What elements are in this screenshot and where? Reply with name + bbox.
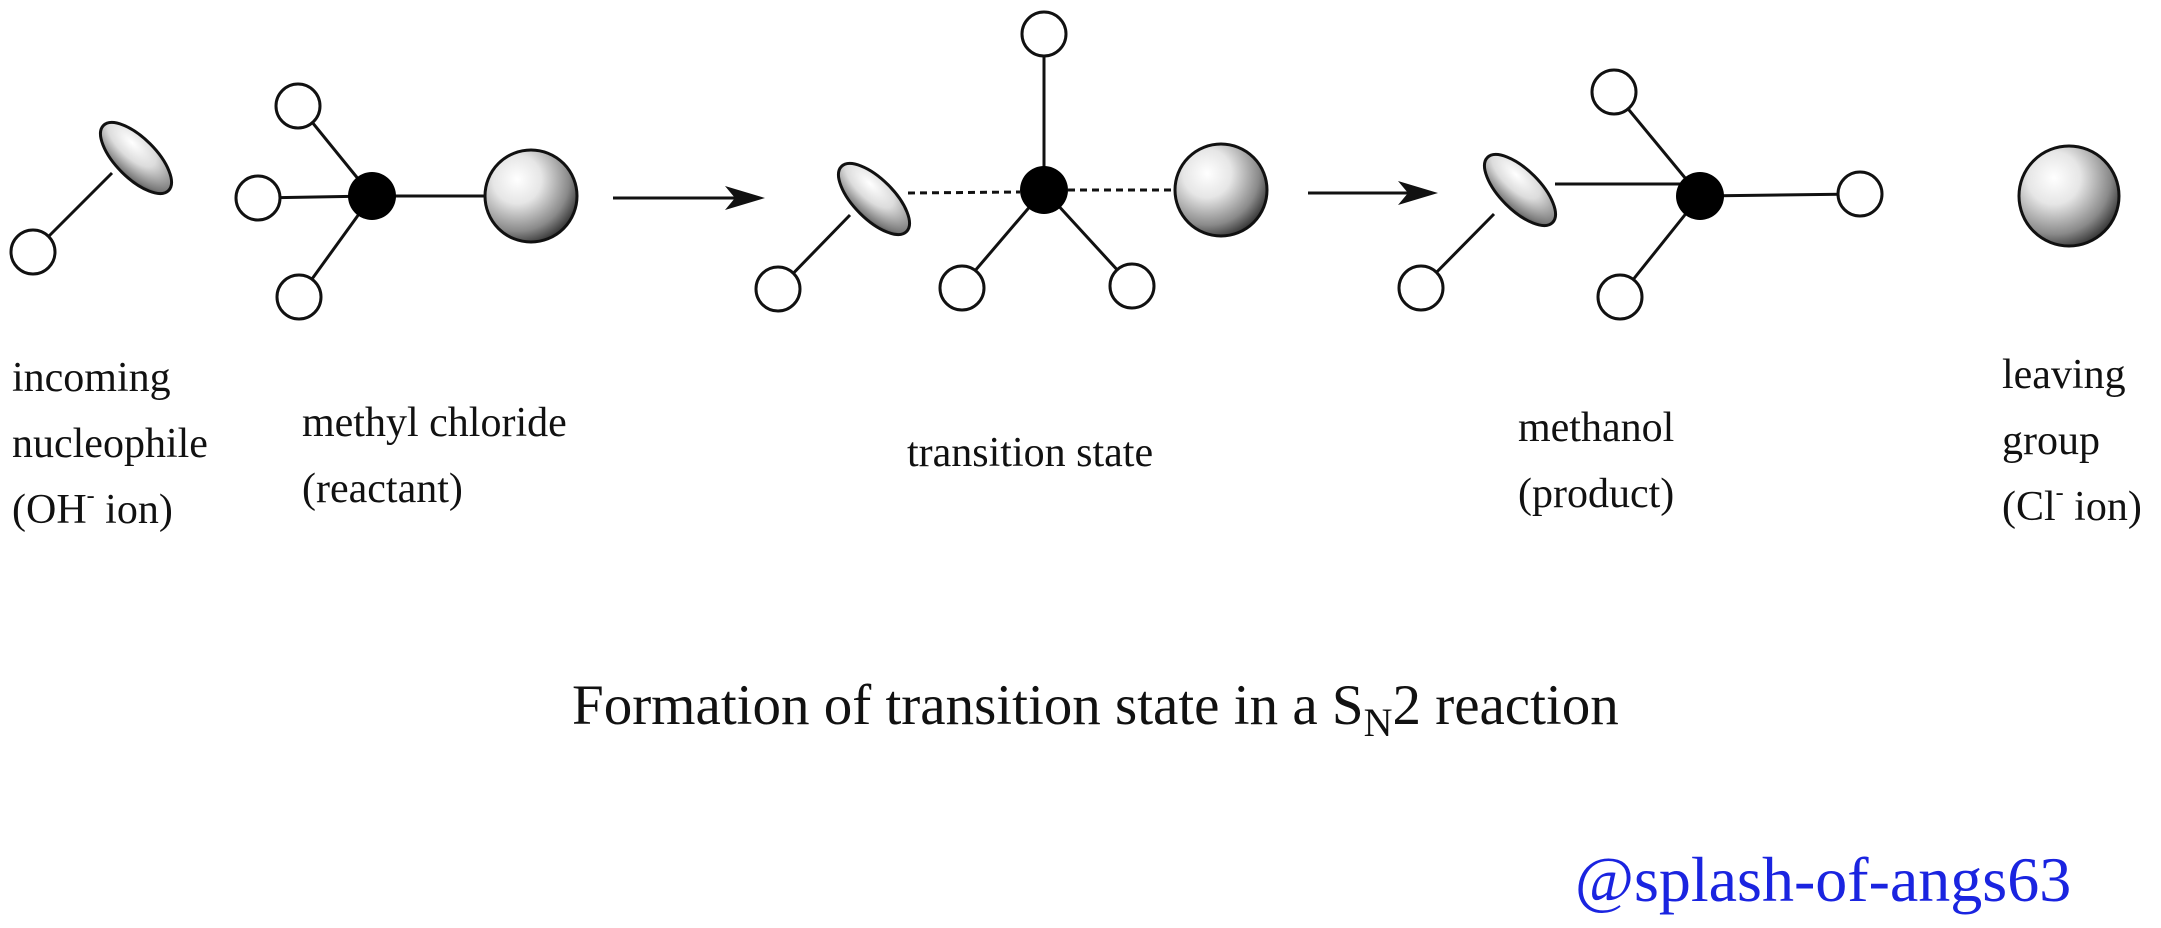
hydrogen-atom	[1397, 264, 1445, 312]
carbon-atom	[1676, 172, 1724, 220]
hydrogen-atom	[938, 264, 986, 312]
hydrogen-atom	[274, 82, 322, 130]
hydrogen-atom	[9, 228, 57, 276]
hydrogen-atom	[1836, 170, 1884, 218]
label-text: ion)	[2063, 484, 2142, 530]
chlorine-atom	[1173, 142, 1269, 238]
charge-superscript: -	[2055, 480, 2064, 506]
caption-subscript: N	[1363, 700, 1393, 745]
hydrogen-atom	[754, 265, 802, 313]
label-incoming-nucleophile: incoming nucleophile (OH- ion)	[12, 345, 208, 543]
label-methyl-chloride: methyl chloride (reactant)	[302, 390, 567, 522]
hydroxide-nucleophile	[9, 121, 173, 276]
label-line: group	[2002, 418, 2100, 464]
hydrogen-atom	[234, 174, 282, 222]
oxygen-atom	[1483, 153, 1557, 227]
chloride-leaving-group	[2017, 144, 2121, 248]
hydrogen-atom	[1596, 273, 1644, 321]
hydrogen-atom	[1108, 262, 1156, 310]
label-methanol: methanol (product)	[1518, 395, 1674, 527]
label-line: transition state	[907, 430, 1154, 476]
methyl-chloride	[234, 82, 579, 321]
label-text: (OH	[12, 487, 87, 533]
caption-text: Formation of transition state in a S	[572, 674, 1364, 737]
c-h-bond	[1699, 192, 1862, 198]
caption-text: 2 reaction	[1392, 674, 1619, 737]
label-line: leaving	[2002, 352, 2126, 398]
hydrogen-atom	[275, 273, 323, 321]
hydrogen-atom	[1020, 10, 1068, 58]
label-line: incoming	[12, 355, 171, 401]
partial-bond-c-o	[907, 190, 1021, 195]
label-line: (Cl- ion)	[2002, 474, 2142, 540]
oxygen-atom	[99, 121, 173, 195]
oxygen-atom	[837, 162, 911, 236]
hydrogen-atom	[1590, 68, 1638, 116]
label-leaving-group: leaving group (Cl- ion)	[2002, 342, 2142, 540]
chlorine-atom	[483, 148, 579, 244]
label-text: ion)	[94, 487, 173, 533]
carbon-atom	[1020, 166, 1068, 214]
reaction-arrow-icon	[1308, 181, 1438, 205]
watermark: @splash-of-angs63	[1575, 844, 2072, 915]
reaction-arrow-icon	[613, 186, 765, 210]
methanol	[1397, 68, 1884, 321]
carbon-atom	[348, 172, 396, 220]
label-line: (reactant)	[302, 466, 463, 512]
label-line: methyl chloride	[302, 400, 567, 446]
label-text: (Cl	[2002, 484, 2056, 530]
transition-state	[754, 10, 1269, 313]
label-line: (OH- ion)	[12, 477, 208, 543]
chlorine-atom	[2017, 144, 2121, 248]
label-transition-state: transition state	[907, 420, 1153, 486]
charge-superscript: -	[86, 483, 95, 509]
label-line: methanol	[1518, 405, 1675, 451]
label-line: nucleophile	[12, 421, 208, 467]
diagram-caption: Formation of transition state in a SN2 r…	[572, 666, 1619, 746]
label-line: (product)	[1518, 471, 1675, 517]
